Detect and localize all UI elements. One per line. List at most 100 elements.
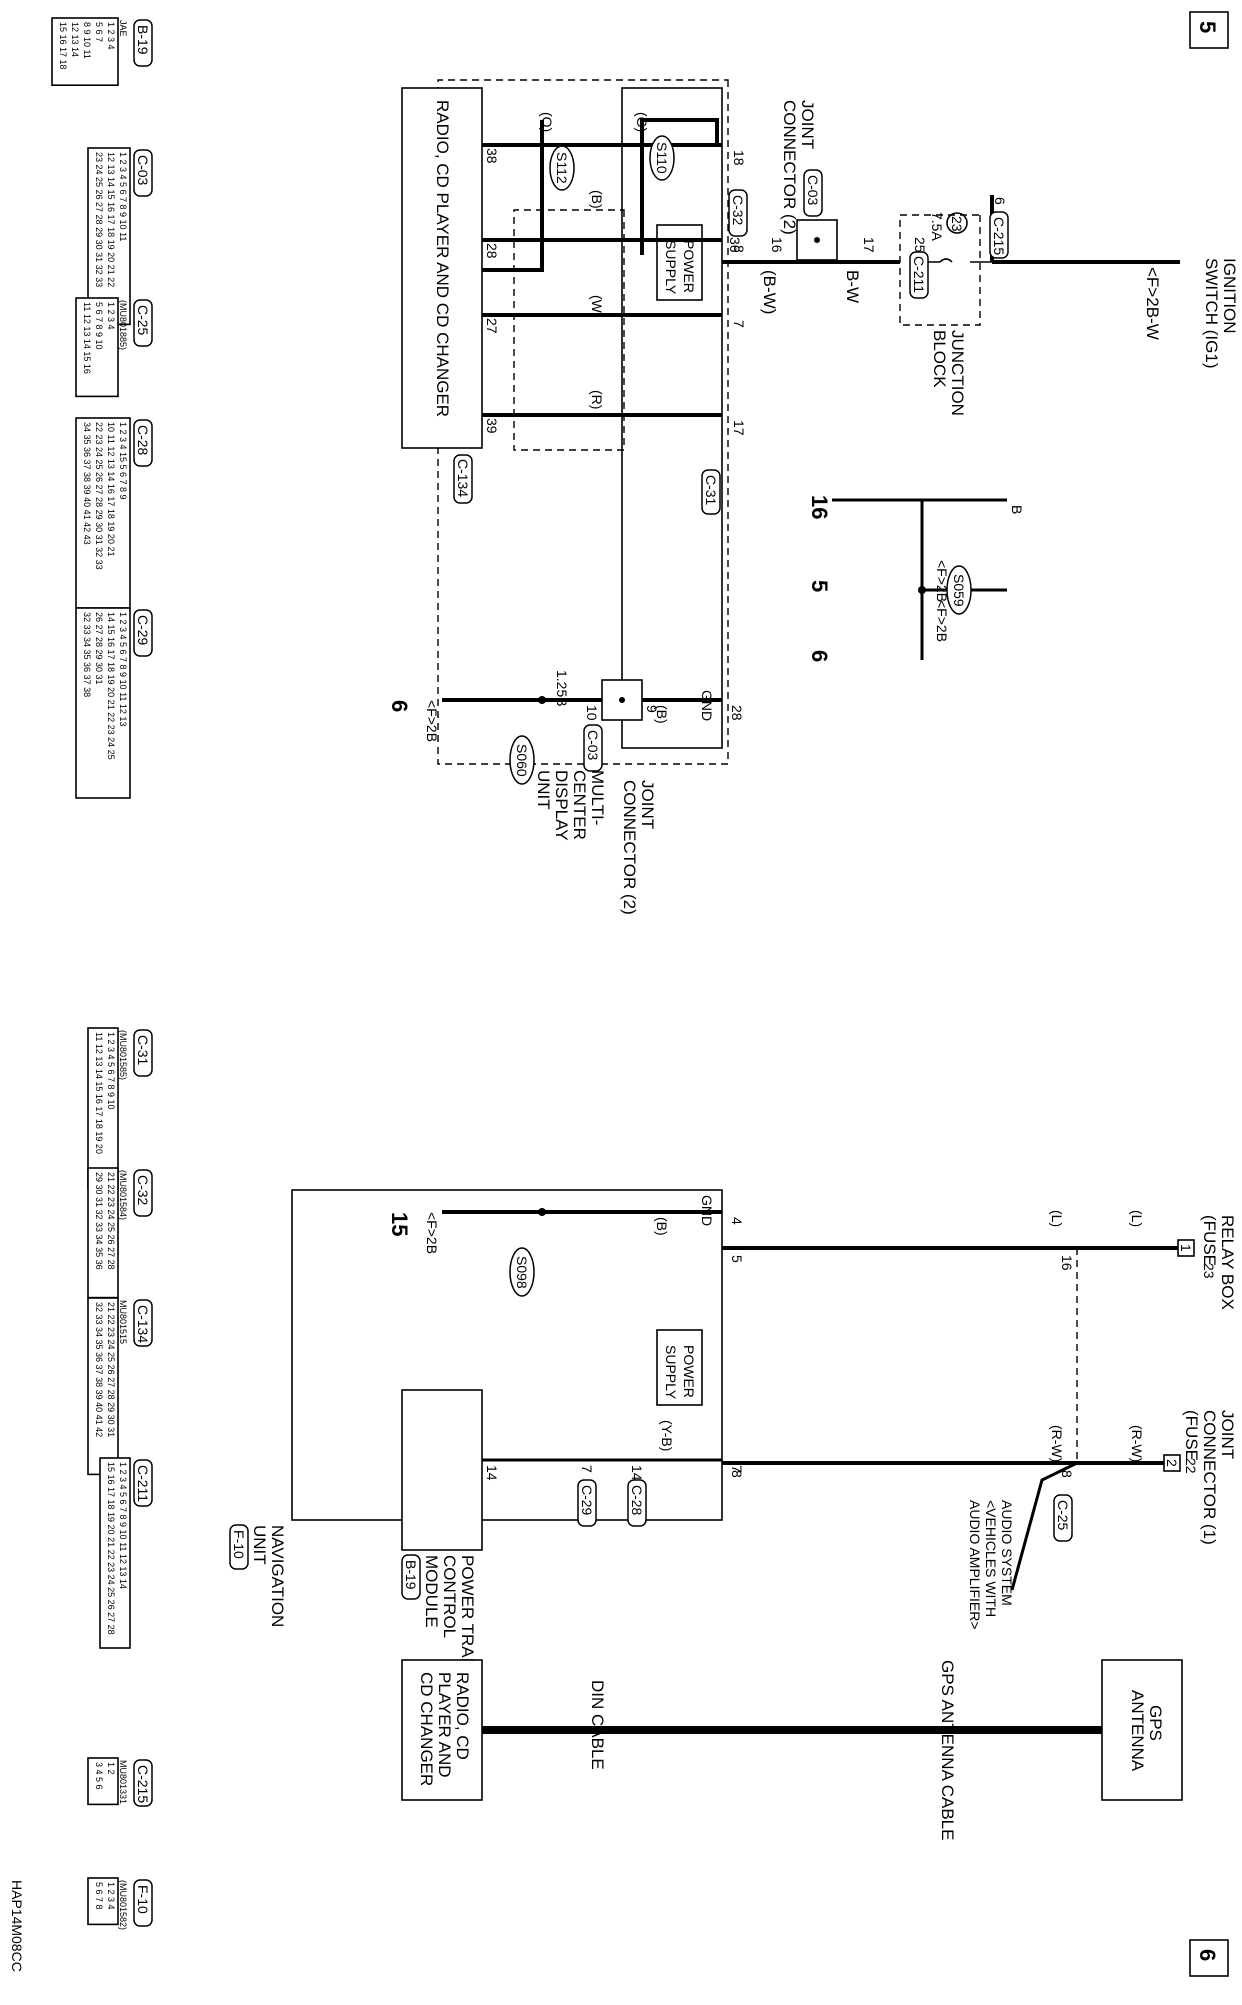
page-number-box-left [1189,11,1229,49]
s059-wire-f2b-1: <F>2B [934,560,950,602]
nav-gnd-wire-b: (B) [654,1217,670,1236]
mcd-pin-7: 7 [731,320,747,328]
jc1-pin: 2 [1164,1459,1180,1467]
fuse-23-number: 23 [949,216,965,232]
connector-face-row: 1 2 3 4 5 6 7 8 9 10 11 [118,152,128,241]
connector-face-part: (MU801885) [118,300,128,350]
din-cable-label: DIN CABLE [588,1680,607,1770]
jc2-top-wire-color: (B-W) [760,270,779,314]
radio-pin-27: 27 [484,318,500,334]
radio-unit-label: RADIO, CD PLAYER AND CD CHANGER [433,100,452,417]
junction-conn-top: C-215 [991,217,1007,255]
radio-pin-28: 28 [484,243,500,259]
relay-box-label-2: (FUSE [1200,1215,1219,1266]
nav-unit-box [291,1189,723,1521]
splice-s098-label: S098 [514,1256,530,1289]
mcd-power-supply-box [656,224,703,301]
nav-conn: F-10 [231,1530,247,1559]
page-number-box-right [1189,1939,1229,1977]
connector-face-row: 32 33 34 35 36 37 38 39 40 41 42 [94,1302,104,1437]
relay-box-wire-color: (L) [1129,1210,1145,1227]
jc2-top-label-1: JOINT [798,100,817,149]
gps-cable-label: GPS ANTENNA CABLE [938,1660,957,1840]
gnd-jc-label-2: CONNECTOR (2) [620,780,639,915]
nav-pin-5: 5 [729,1255,745,1263]
jc1-label-3: (FUSE [1182,1410,1201,1461]
audio-system-line-1: AUDIO SYSTEM [999,1500,1015,1606]
mcd-pin-17: 17 [731,420,747,436]
connector-face-row: 23 24 25 26 27 28 29 30 31 32 33 [94,152,104,287]
c29-conn: C-29 [579,1485,595,1516]
yb-pin-a: 7 [729,1465,745,1473]
pcm-label-1: POWER TRAIN [458,1555,477,1675]
yb-wire-color: (Y-B) [659,1420,675,1451]
s098-node [538,1208,546,1216]
connector-face-part: JAE [118,20,128,37]
connector-face-row: 1 2 3 4 5 6 7 8 9 10 11 12 13 14 [118,1462,128,1589]
connector-face-row: 12 13 14 15 16 17 18 19 20 21 22 [106,152,116,287]
radio-conn-tag [453,454,473,504]
gnd-pin-out: 10 [584,705,600,721]
connector-face-part: MU801331 [118,1760,128,1804]
ground-splice-s059-group [832,498,1007,660]
radio-pin-38: 38 [484,148,500,164]
connector-face-c-32: C-32(MU801584)21 22 23 24 25 26 27 2829 … [87,1167,153,1299]
junction-label-2: BLOCK [930,330,949,388]
wire-color-g: (G) [634,112,650,132]
connector-face-row: 8 9 10 11 [82,22,92,59]
connector-face-part: (MU801585) [118,1030,128,1080]
jc2-top-label-2: CONNECTOR (2) [780,100,799,235]
mcd-radio-wires [482,118,722,451]
fuse-23-rating: 7.5A [929,212,945,241]
connector-face-row: 1 2 3 4 5 6 7 8 9 10 [106,1032,116,1110]
nav-label-2: UNIT [250,1525,269,1565]
mcd-power-conn-tag [728,189,748,237]
yb-pin-d: 14 [484,1465,500,1481]
c28-conn: C-28 [629,1485,645,1516]
jc2-top-conn: C-03 [805,175,821,206]
gps-label-2: ANTENNA [1128,1690,1147,1772]
nav-wire-l: (L) [1049,1210,1065,1227]
ignition-wire-color: <F>2B-W [1143,267,1162,340]
splice-s098 [509,1247,535,1297]
connector-face-id: C-31 [135,1035,151,1066]
pcm-box [401,1389,483,1551]
splice-s112 [549,145,575,191]
mcd-label-1: MULTI- [588,770,607,825]
connector-face-id: C-32 [135,1175,151,1206]
connector-face-row: 15 16 17 18 [58,22,68,70]
junction-conn-top-tag [989,211,1009,259]
radio2-label-2: PLAYER AND [435,1672,454,1778]
connector-face-row: 5 6 7 [94,22,104,42]
connector-face-row: 32 33 34 35 36 37 38 [82,612,92,697]
connector-face-row: 5 6 7 8 [94,1882,104,1910]
nav-pin-8b: 8 [729,1470,745,1478]
junction-label-1: JUNCTION [948,330,967,416]
jc2-top-pin-in: 17 [861,237,877,253]
jc1-wire-color: (R-W) [1129,1425,1145,1462]
mcd-pin-8: 8 [731,245,747,253]
connector-face-row: 3 4 5 6 [94,1762,104,1790]
jc1-label-1: JOINT [1218,1410,1237,1459]
ground-ref-6: 6 [807,650,832,662]
connector-face-row: 1 2 3 4 5 6 7 8 9 10 11 12 13 [118,612,128,726]
mcd-power-label-1: POWER [681,240,697,293]
mcd-power-conn: C-32 [730,195,746,226]
splice-s110 [649,135,675,181]
gnd-wire-125b: 1.25B [554,670,570,707]
splice-s059-label: S059 [951,574,967,607]
junction-pin-bottom: 25 [912,237,928,253]
connector-face-row: 12 13 14 [70,22,80,57]
connector-face-id: B-19 [135,25,151,55]
connector-face-id: C-29 [135,615,151,646]
relay-box-fuse: 23 [1201,1263,1217,1279]
nav-pin-8: 8 [1059,1470,1075,1478]
gnd-conn-tag [583,724,603,772]
s059-wire-f2b-2: <F>2B [934,600,950,642]
